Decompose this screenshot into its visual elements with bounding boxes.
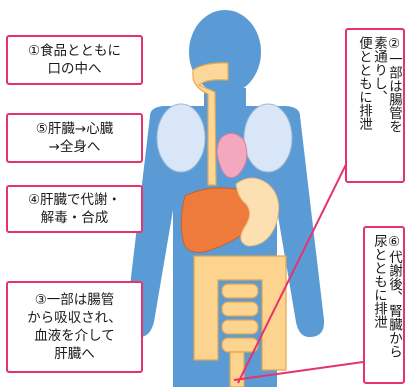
label-step4-line1: ④肝臓で代謝・ (8, 191, 141, 209)
label-step6-col2: 尿とともに排泄 (371, 234, 386, 329)
rectum (230, 352, 244, 387)
label-step2-col1: ②一部は腸管を (386, 36, 401, 133)
label-step6: ⑥代謝後、腎臓から 尿とともに排泄 (363, 226, 405, 384)
label-step4-line2: 解毒・合成 (8, 209, 141, 227)
label-step2: ②一部は腸管を 素通りし、 便とともに排泄 (345, 28, 405, 183)
label-step3: ③一部は腸管 から吸収され、 血液を介して 肝臓へ (6, 281, 143, 373)
label-step6-col1: ⑥代謝後、腎臓から (386, 234, 401, 358)
label-step2-col2: 素通りし、 (371, 36, 386, 104)
label-step5: ⑤肝臓→心臓 →全身へ (6, 113, 143, 163)
label-step3-line3: 血液を介して (8, 327, 141, 345)
label-step3-line2: から吸収され、 (8, 309, 141, 327)
label-step1: ①食品とともに 口の中へ (6, 35, 143, 85)
label-step5-line2: →全身へ (8, 138, 141, 156)
label-step1-line2: 口の中へ (8, 60, 141, 78)
label-step4: ④肝臓で代謝・ 解毒・合成 (6, 185, 143, 233)
label-step3-line4: 肝臓へ (8, 345, 141, 363)
right-lung (244, 104, 292, 172)
label-step2-col3: 便とともに排泄 (356, 36, 371, 131)
left-lung (157, 104, 205, 172)
label-step3-line1: ③一部は腸管 (8, 291, 141, 309)
label-step1-line1: ①食品とともに (8, 42, 141, 60)
label-step5-line1: ⑤肝臓→心臓 (8, 120, 141, 138)
